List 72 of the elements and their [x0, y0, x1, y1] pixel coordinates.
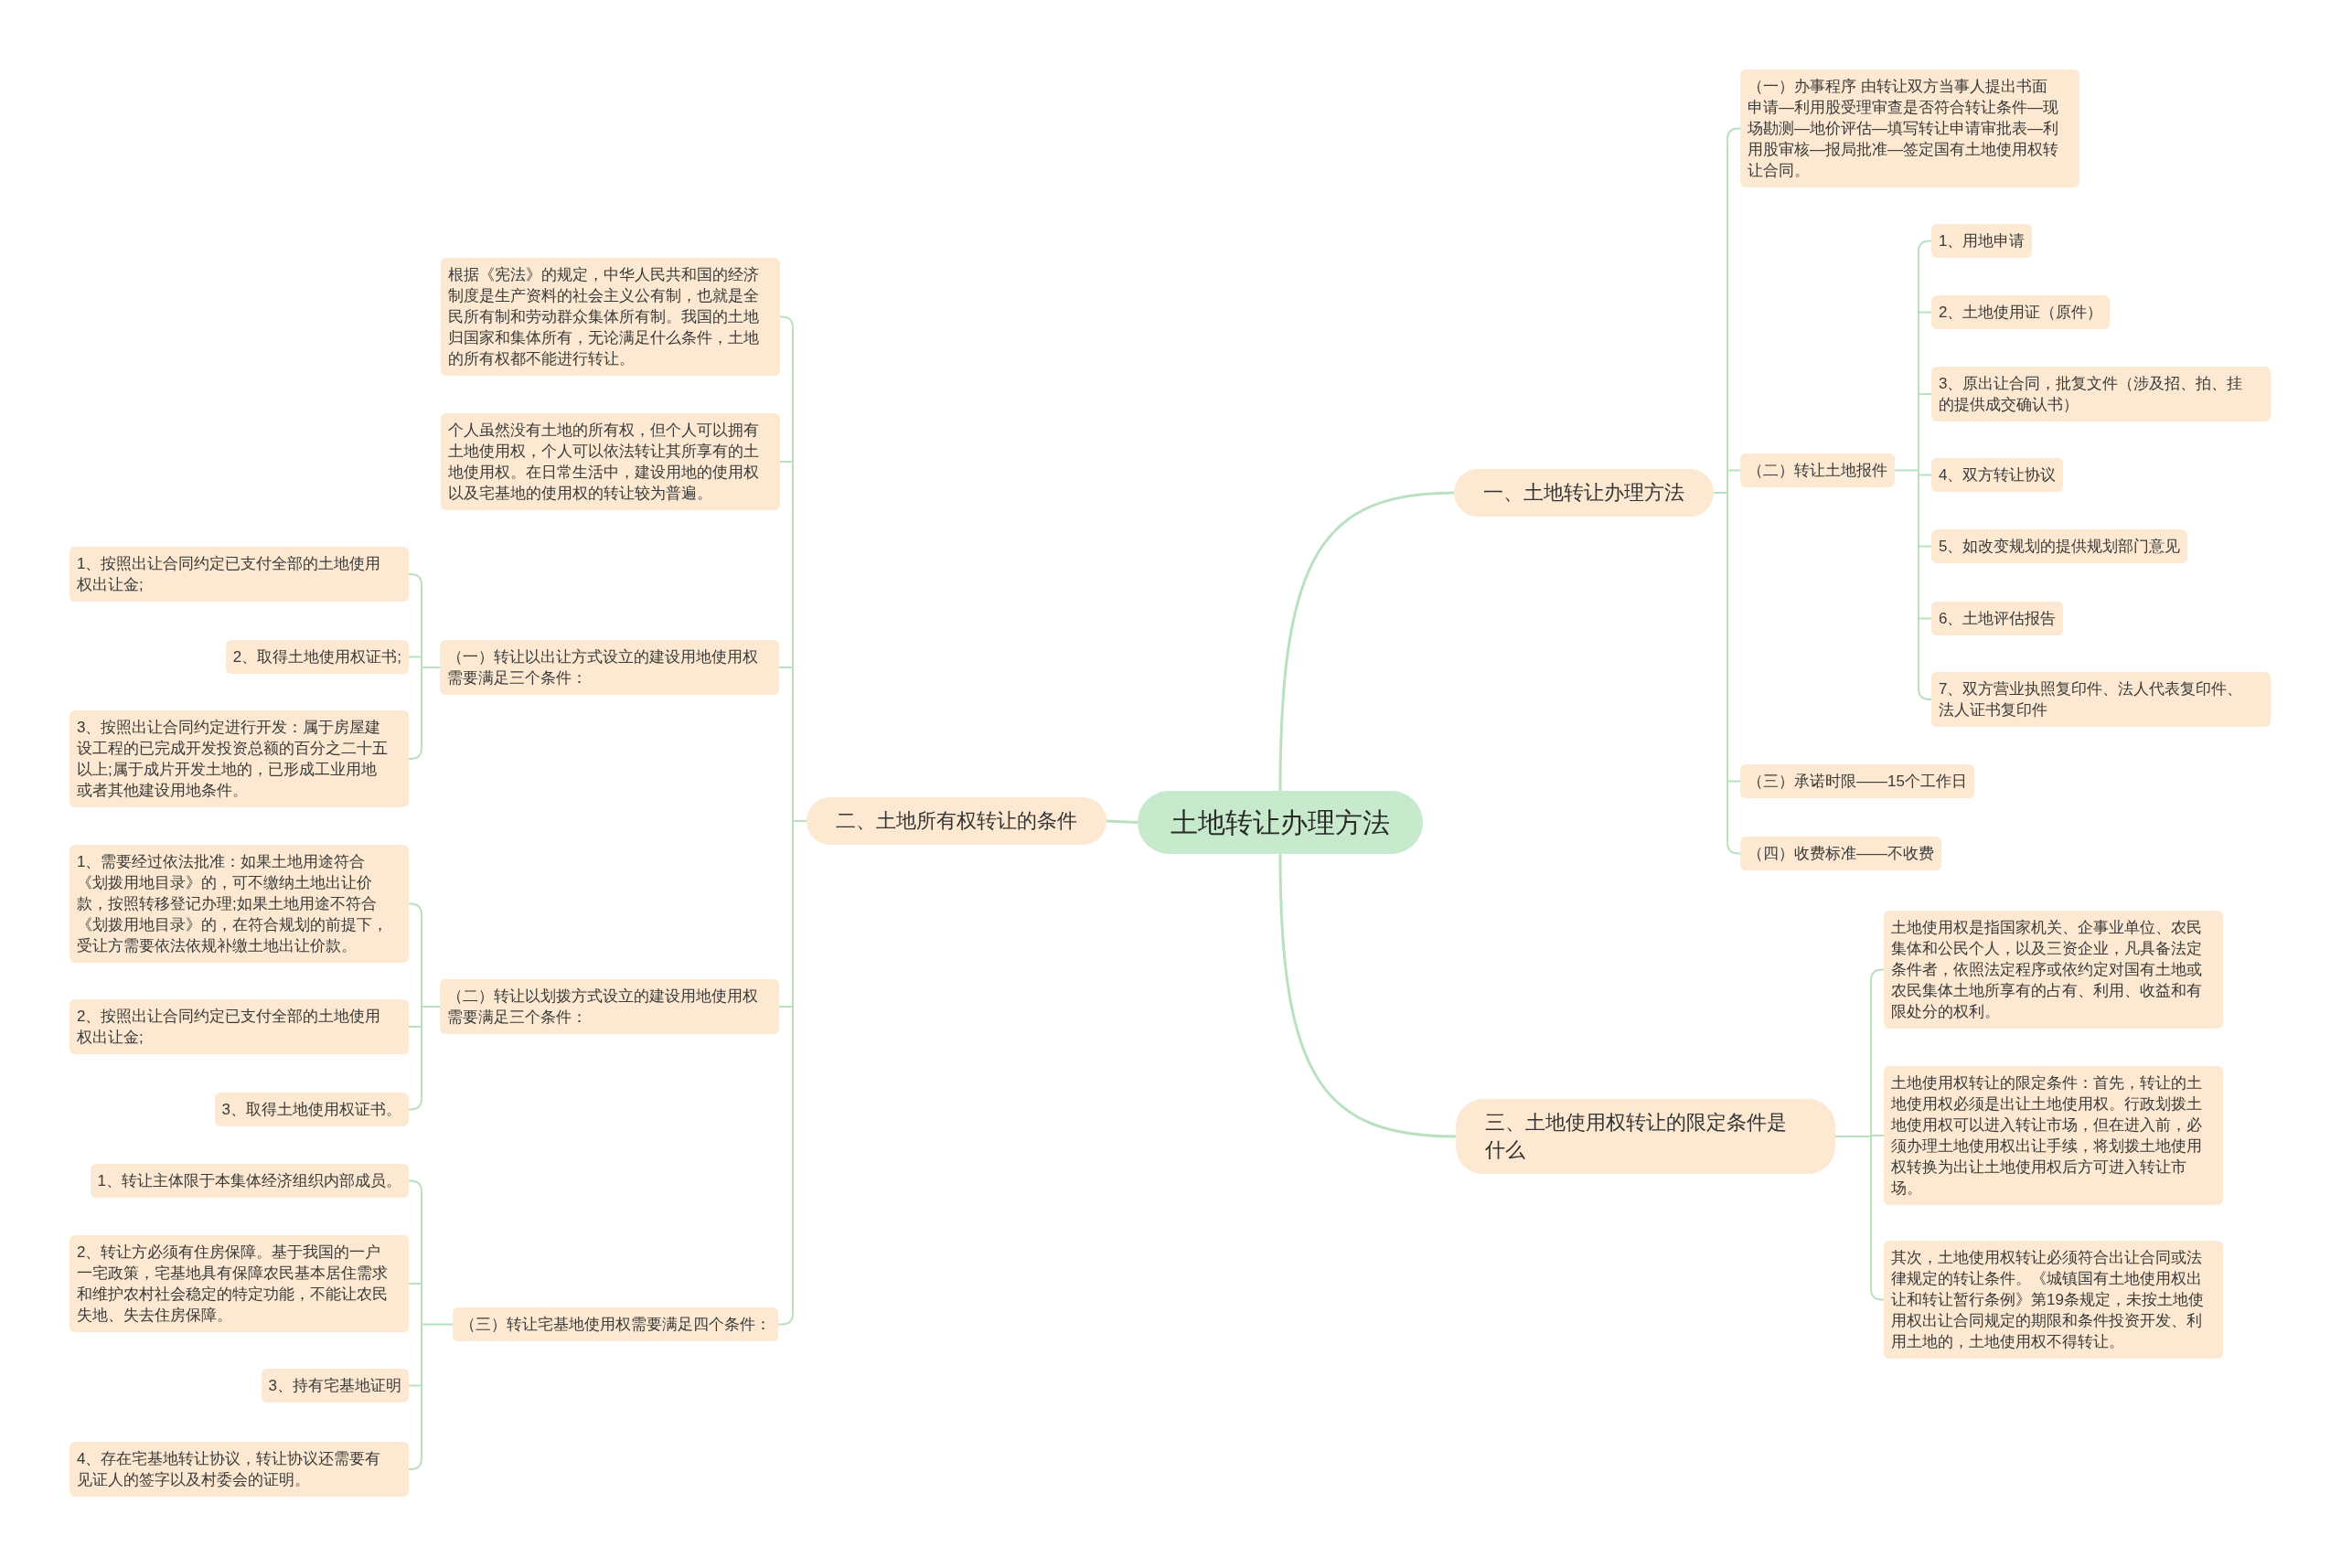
- subtopic-card: 2、按照出让合同约定已支付全部的土地使用权出让金;: [69, 999, 409, 1054]
- connector-line: [1726, 127, 1741, 141]
- subtopic-card: 3、取得土地使用权证书。: [214, 1093, 409, 1126]
- connector-line: [408, 573, 422, 586]
- connector-line: [1727, 469, 1741, 472]
- main-topic: 一、土地转让办理方法: [1454, 469, 1714, 517]
- subtopic-card: 1、按照出让合同约定已支付全部的土地使用权出让金;: [69, 547, 409, 602]
- connector-line: [408, 1179, 422, 1193]
- subtopic-card: （三）转让宅基地使用权需要满足四个条件：: [453, 1307, 778, 1341]
- connector-line: [1106, 819, 1138, 824]
- connector-line: [792, 326, 807, 1315]
- subtopic-card: 土地使用权转让的限定条件：首先，转让的土地使用权必须是出让土地使用权。行政划拨土地使用权可以进入转让市场，但在进入前，必须办理土地使用权出让手续，将划拨土地使用权转换为出让土地使用权后方可进入转让市场。: [1884, 1066, 2223, 1205]
- connector-line: [1919, 311, 1932, 314]
- subtopic-card: （四）收费标准——不收费: [1740, 837, 1941, 870]
- connector-line: [408, 902, 422, 916]
- connector-line: [1870, 968, 1885, 982]
- connector-line: [408, 1097, 422, 1111]
- connector-line: [408, 656, 422, 658]
- subtopic-card: 2、土地使用证（原件）: [1931, 295, 2111, 329]
- subtopic-card: 个人虽然没有土地的所有权，但个人可以拥有土地使用权，个人可以依法转让其所享有的土地使用权。在日常生活中，建设用地的使用权以及宅基地的使用权的转让较为普遍。: [441, 413, 780, 510]
- connector-line: [1278, 491, 1455, 792]
- subtopic-card: 6、土地评估报告: [1931, 602, 2064, 635]
- connector-line: [1918, 688, 1932, 700]
- subtopic-card: 7、双方营业执照复印件、法人代表复印件、法人证书复印件: [1931, 672, 2271, 727]
- connector-line: [408, 1457, 422, 1470]
- subtopic-card: （二）转让以划拨方式设立的建设用地使用权需要满足三个条件：: [440, 979, 779, 1034]
- subtopic-card: 2、转让方必须有住房保障。基于我国的一户一宅政策，宅基地具有保障农民基本居住需求和维护农村社会稳定的特定功能，不能让农民失地、失去住房保障。: [69, 1235, 409, 1332]
- connector-line: [421, 913, 441, 1100]
- central-topic: 土地转让办理方法: [1138, 791, 1423, 854]
- connector-line: [1919, 393, 1932, 395]
- main-topic: 二、土地所有权转让的条件: [807, 797, 1106, 845]
- connector-line: [1278, 853, 1457, 1138]
- connector-line: [779, 461, 793, 463]
- subtopic-card: （一）办事程序 由转让双方当事人提出书面申请—利用股受理审查是否符合转让条件—现场勘测—地价评估—填写转让申请审批表—利用股审核—报局批准—签定国有土地使用权转让合同。: [1740, 69, 2079, 187]
- connector-line: [1713, 138, 1728, 844]
- connector-line: [777, 1312, 794, 1326]
- connector-line: [408, 1384, 422, 1387]
- subtopic-card: 1、转让主体限于本集体经济组织内部成员。: [90, 1164, 409, 1198]
- connector-line: [779, 315, 794, 329]
- subtopic-card: 4、双方转让协议: [1931, 458, 2064, 492]
- connector-line: [1894, 251, 1919, 689]
- main-topic: 三、土地使用权转让的限定条件是什么: [1456, 1099, 1835, 1174]
- subtopic-card: 5、如改变规划的提供规划部门意见: [1931, 529, 2188, 563]
- connector-line: [1918, 240, 1932, 253]
- connector-line: [778, 667, 793, 668]
- connector-line: [421, 1190, 454, 1459]
- subtopic-card: 3、按照出让合同约定进行开发：属于房屋建设工程的已完成开发投资总额的百分之二十五以上;属于成片开发土地的，已形成工业用地或者其他建设用地条件。: [69, 710, 409, 807]
- connector-line: [1834, 979, 1872, 1290]
- subtopic-card: 3、原出让合同，批复文件（涉及招、拍、挂的提供成交确认书）: [1931, 367, 2271, 421]
- subtopic-card: （三）承诺时限——15个工作日: [1740, 764, 1974, 798]
- subtopic-card: （二）转让土地报件: [1740, 453, 1895, 487]
- connector-line: [1727, 780, 1741, 783]
- connector-line: [1919, 474, 1932, 476]
- connector-line: [421, 584, 441, 749]
- subtopic-card: 2、取得土地使用权证书;: [225, 640, 409, 674]
- subtopic-card: 根据《宪法》的规定，中华人民共和国的经济制度是生产资料的社会主义公有制，也就是全民所有制和劳动群众集体所有制。我国的土地归国家和集体所有，无论满足什么条件，土地的所有权都不能进行转让。: [441, 258, 780, 376]
- subtopic-card: 1、用地申请: [1931, 224, 2033, 258]
- connector-line: [408, 1026, 422, 1028]
- subtopic-card: 土地使用权是指国家机关、企事业单位、农民集体和公民个人，以及三资企业，凡具备法定条件者，依照法定程序或依约定对国有土地或农民集体土地所享有的占有、利用、收益和有限处分的权利。: [1884, 911, 2223, 1029]
- subtopic-card: 3、持有宅基地证明: [261, 1369, 409, 1403]
- subtopic-card: （一）转让以出让方式设立的建设用地使用权需要满足三个条件：: [440, 640, 779, 695]
- connector-line: [1726, 841, 1741, 855]
- connector-line: [778, 1006, 793, 1008]
- subtopic-card: 1、需要经过依法批准：如果土地用途符合《划拨用地目录》的，可不缴纳土地出让价款，按照转移登记办理;如果土地用途不符合《划拨用地目录》的，在符合规划的前提下，受让方需要依法依规补缴土地出让价款。: [69, 845, 409, 963]
- connector-line: [1871, 1135, 1885, 1136]
- subtopic-card: 其次，土地使用权转让必须符合出让合同或法律规定的转让条件。《城镇国有土地使用权出让和转让暂行条例》第19条规定，未按土地使用权出让合同规定的期限和条件投资开发、利用土地的，土地使用权不得转让。: [1884, 1241, 2223, 1359]
- connector-line: [1870, 1287, 1885, 1301]
- connector-line: [408, 1283, 422, 1285]
- connector-line: [1919, 545, 1932, 548]
- connector-line: [408, 747, 422, 760]
- subtopic-card: 4、存在宅基地转让协议，转让协议还需要有见证人的签字以及村委会的证明。: [69, 1442, 409, 1497]
- connector-line: [1919, 617, 1932, 620]
